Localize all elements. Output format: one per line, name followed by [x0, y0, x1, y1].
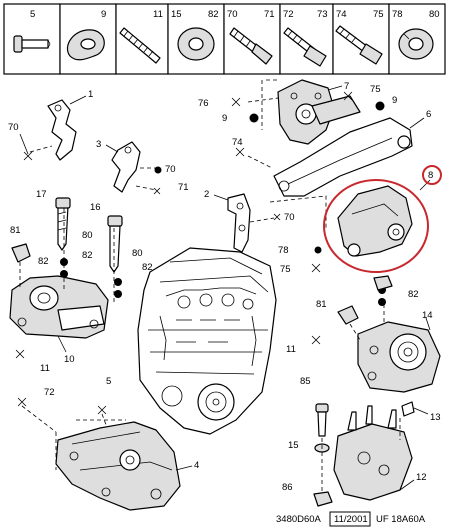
cell-number: 9 [101, 9, 106, 20]
spring-washer-icon [398, 28, 434, 60]
cell-number: 78 [392, 9, 403, 20]
part-7-upper-bracket: 7 76 9 74 [198, 79, 349, 169]
cell-number: 5 [30, 9, 35, 20]
callout-11: 11 [286, 344, 296, 355]
callout-9: 9 [392, 95, 397, 106]
part-1-bracket: 1 70 [8, 89, 93, 161]
callout-11: 11 [40, 363, 50, 374]
oval-washer-icon [66, 29, 105, 61]
callout-75: 75 [280, 264, 291, 275]
part-8-engine-mount: 8 78 75 [278, 165, 442, 275]
part-6-torque-arm: 6 75 9 [269, 84, 431, 228]
callout-13: 13 [430, 412, 441, 423]
callout-74: 74 [232, 137, 243, 148]
parts-bar: 5 9 11 15 82 70 71 72 73 74 75 78 80 [3, 3, 446, 75]
callout-7: 7 [344, 81, 349, 92]
part-4-bracket: 72 5 4 [17, 376, 199, 511]
footer-date-box [329, 511, 371, 527]
flat-washer-icon [177, 27, 215, 61]
cell-number: 75 [373, 9, 384, 20]
cell-number: 80 [429, 9, 440, 20]
parts-bar-cell-72-73 [279, 3, 334, 75]
callout-75: 75 [370, 84, 381, 95]
highlight-ring [323, 179, 429, 273]
callout-80: 80 [132, 248, 143, 259]
callout-71: 71 [178, 182, 189, 193]
callout-10: 10 [64, 354, 75, 365]
callout-76: 76 [198, 98, 209, 109]
callout-9: 9 [222, 113, 227, 124]
callout-14: 14 [422, 310, 433, 321]
callout-78: 78 [278, 245, 289, 256]
callout-17: 17 [36, 189, 47, 200]
callout-80: 80 [82, 230, 93, 241]
callout-6: 6 [426, 109, 431, 120]
part-10-engine-mount: 17 16 81 82 80 82 80 82 10 11 [9, 189, 153, 374]
callout-72: 72 [44, 387, 55, 398]
parts-bar-cell-74-75 [332, 3, 390, 75]
threaded-stud-icon [119, 27, 161, 64]
cell-number: 74 [336, 9, 347, 20]
callout-1: 1 [88, 89, 93, 100]
part-3-bracket: 3 70 71 [96, 139, 189, 195]
engine-block-illustration [137, 247, 277, 435]
parts-bar-cell-70-71 [223, 3, 281, 75]
cell-number: 82 [208, 9, 219, 20]
parts-bar-cell-5 [3, 3, 61, 75]
footer-ref: 3480D60A [276, 514, 322, 525]
footer: 3480D60A 11/2001 UF 18A60A [276, 511, 426, 527]
cell-number: 70 [227, 9, 238, 20]
callout-16: 16 [90, 202, 101, 213]
callout-82: 82 [142, 262, 153, 273]
callout-3: 3 [96, 139, 101, 150]
callout-81: 81 [10, 225, 21, 236]
part-14-engine-mount: 81 80 82 14 11 [286, 275, 441, 393]
callout-82: 82 [82, 250, 93, 261]
callout-8: 8 [428, 170, 433, 181]
callout-2: 2 [204, 189, 209, 200]
cell-number: 11 [153, 9, 163, 20]
callout-82: 82 [38, 256, 49, 267]
callout-4: 4 [194, 460, 199, 471]
flange-bolt-icon [229, 27, 273, 65]
cell-number: 73 [317, 9, 328, 20]
callout-82: 82 [408, 289, 419, 300]
part-12-bracket: 85 15 86 13 12 [282, 376, 441, 507]
callout-70: 70 [165, 164, 176, 175]
cell-number: 15 [171, 9, 182, 20]
cell-number: 72 [283, 9, 294, 20]
callout-12: 12 [416, 472, 427, 483]
callout-85: 85 [300, 376, 311, 387]
part-2-plate: 2 70 [204, 189, 295, 253]
parts-bar-cell-11 [115, 3, 169, 75]
callout-70: 70 [8, 122, 19, 133]
callout-5: 5 [106, 376, 111, 387]
callout-70: 70 [284, 212, 295, 223]
callout-15: 15 [288, 440, 299, 451]
footer-date: 11/2001 [334, 514, 368, 525]
shouldered-pin-icon [13, 35, 51, 53]
long-bolt-icon [335, 25, 383, 65]
footer-code: UF 18A60A [376, 514, 426, 525]
callout-86: 86 [282, 482, 293, 493]
parts-bar-cell-78-80 [388, 3, 446, 75]
callout-81: 81 [316, 299, 327, 310]
cell-number: 71 [264, 9, 275, 20]
hex-bolt-icon [283, 27, 327, 67]
highlight-callout-ring [422, 165, 442, 185]
